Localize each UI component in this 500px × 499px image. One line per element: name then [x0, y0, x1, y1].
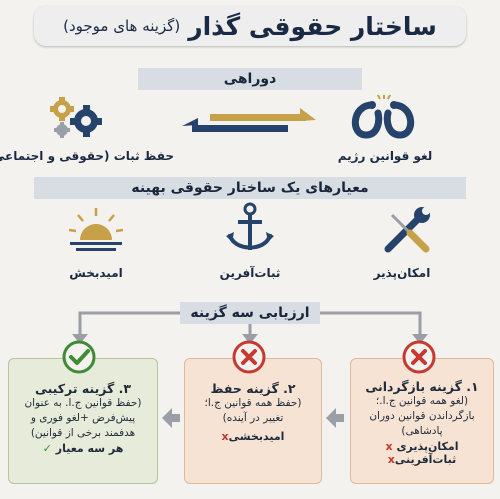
option-hybrid-desc-1: (حفظ قوانین ج.ا. به عنوان	[24, 397, 142, 409]
broken-chain-icon	[351, 95, 415, 139]
evaluation-connectors	[72, 311, 428, 344]
option-preserve-desc-2: تغییر در آینده)	[222, 412, 284, 425]
option-hybrid-card: ۳. گزینه ترکیبی (حفظ قوانین ج.ا. به عنوا…	[8, 358, 158, 484]
criterion-hopeful: امیدبخش	[69, 266, 123, 280]
anchor-icon	[226, 202, 274, 250]
double-arrow-icon	[182, 108, 316, 132]
option-restore-card: ۱. گزینه بازگردانی (لغو همه قوانین ج.ا.؛…	[350, 358, 494, 484]
option-preserve-desc-1: (حفظ همه قوانین ج.ا؛	[204, 397, 302, 409]
tools-icon	[384, 207, 430, 253]
check-small-icon: ✓	[42, 441, 52, 455]
option-hybrid-desc-3: هدفمند برخی از قوانین)	[30, 427, 136, 440]
criterion-stabilizing: ثبات‌آفرین	[219, 266, 281, 280]
option-restore-title: ۱. گزینه بازگردانی	[365, 379, 479, 394]
arrow-left-icon-2	[326, 408, 344, 428]
x-small-icon-1: x	[385, 439, 393, 453]
page-title: ساختار حقوقی گذار	[188, 11, 437, 41]
x-circle-icon-2	[402, 340, 436, 374]
option-restore-desc-2: بازگرداندن قوانین دوران	[369, 410, 475, 423]
criteria-header: معیارهای یک ساختار حقوقی بهینه	[34, 177, 466, 199]
x-small-icon: x	[221, 430, 229, 444]
sunrise-icon	[68, 208, 124, 251]
option-hybrid-desc-2: پیش‌فرض +لغو فوری و	[30, 412, 136, 425]
option-preserve-criteria: امیدبخشی	[228, 430, 285, 444]
option-restore-desc-1: (لغو همه قوانین ج.ا.؛	[375, 395, 469, 407]
x-circle-icon	[232, 340, 266, 374]
dilemma-left-label: حفظ ثبات (حقوقی و اجتماعی)	[0, 149, 174, 163]
option-restore-desc-3: پادشاهی)	[401, 425, 443, 438]
option-hybrid-criteria: هر سه معیار	[55, 441, 124, 455]
gears-icon	[50, 97, 102, 138]
dilemma-right-label: لغو قوانین رژیم	[337, 149, 433, 163]
arrow-left-icon	[162, 408, 180, 428]
criterion-feasible: امکان‌پذیر	[373, 266, 431, 280]
option-restore-criteria-1: امکان‌پذیری	[396, 439, 459, 453]
option-preserve-card: ۲. گزینه حفظ (حفظ همه قوانین ج.ا؛ تغییر …	[184, 358, 322, 484]
option-restore-criteria-2: ثبات‌آفرینی	[394, 452, 457, 466]
page-subtitle: (گزینه های موجود)	[63, 17, 181, 35]
title-banner: ساختار حقوقی گذار (گزینه های موجود)	[34, 6, 466, 46]
dilemma-header: دوراهی	[138, 68, 362, 90]
option-hybrid-title: ۳. گزینه ترکیبی	[34, 381, 132, 396]
check-circle-icon	[62, 340, 96, 374]
option-preserve-title: ۲. گزینه حفظ	[210, 381, 296, 396]
x-small-icon-2: x	[387, 452, 395, 466]
evaluation-header: ارزیابی سه گزینه	[180, 302, 320, 324]
